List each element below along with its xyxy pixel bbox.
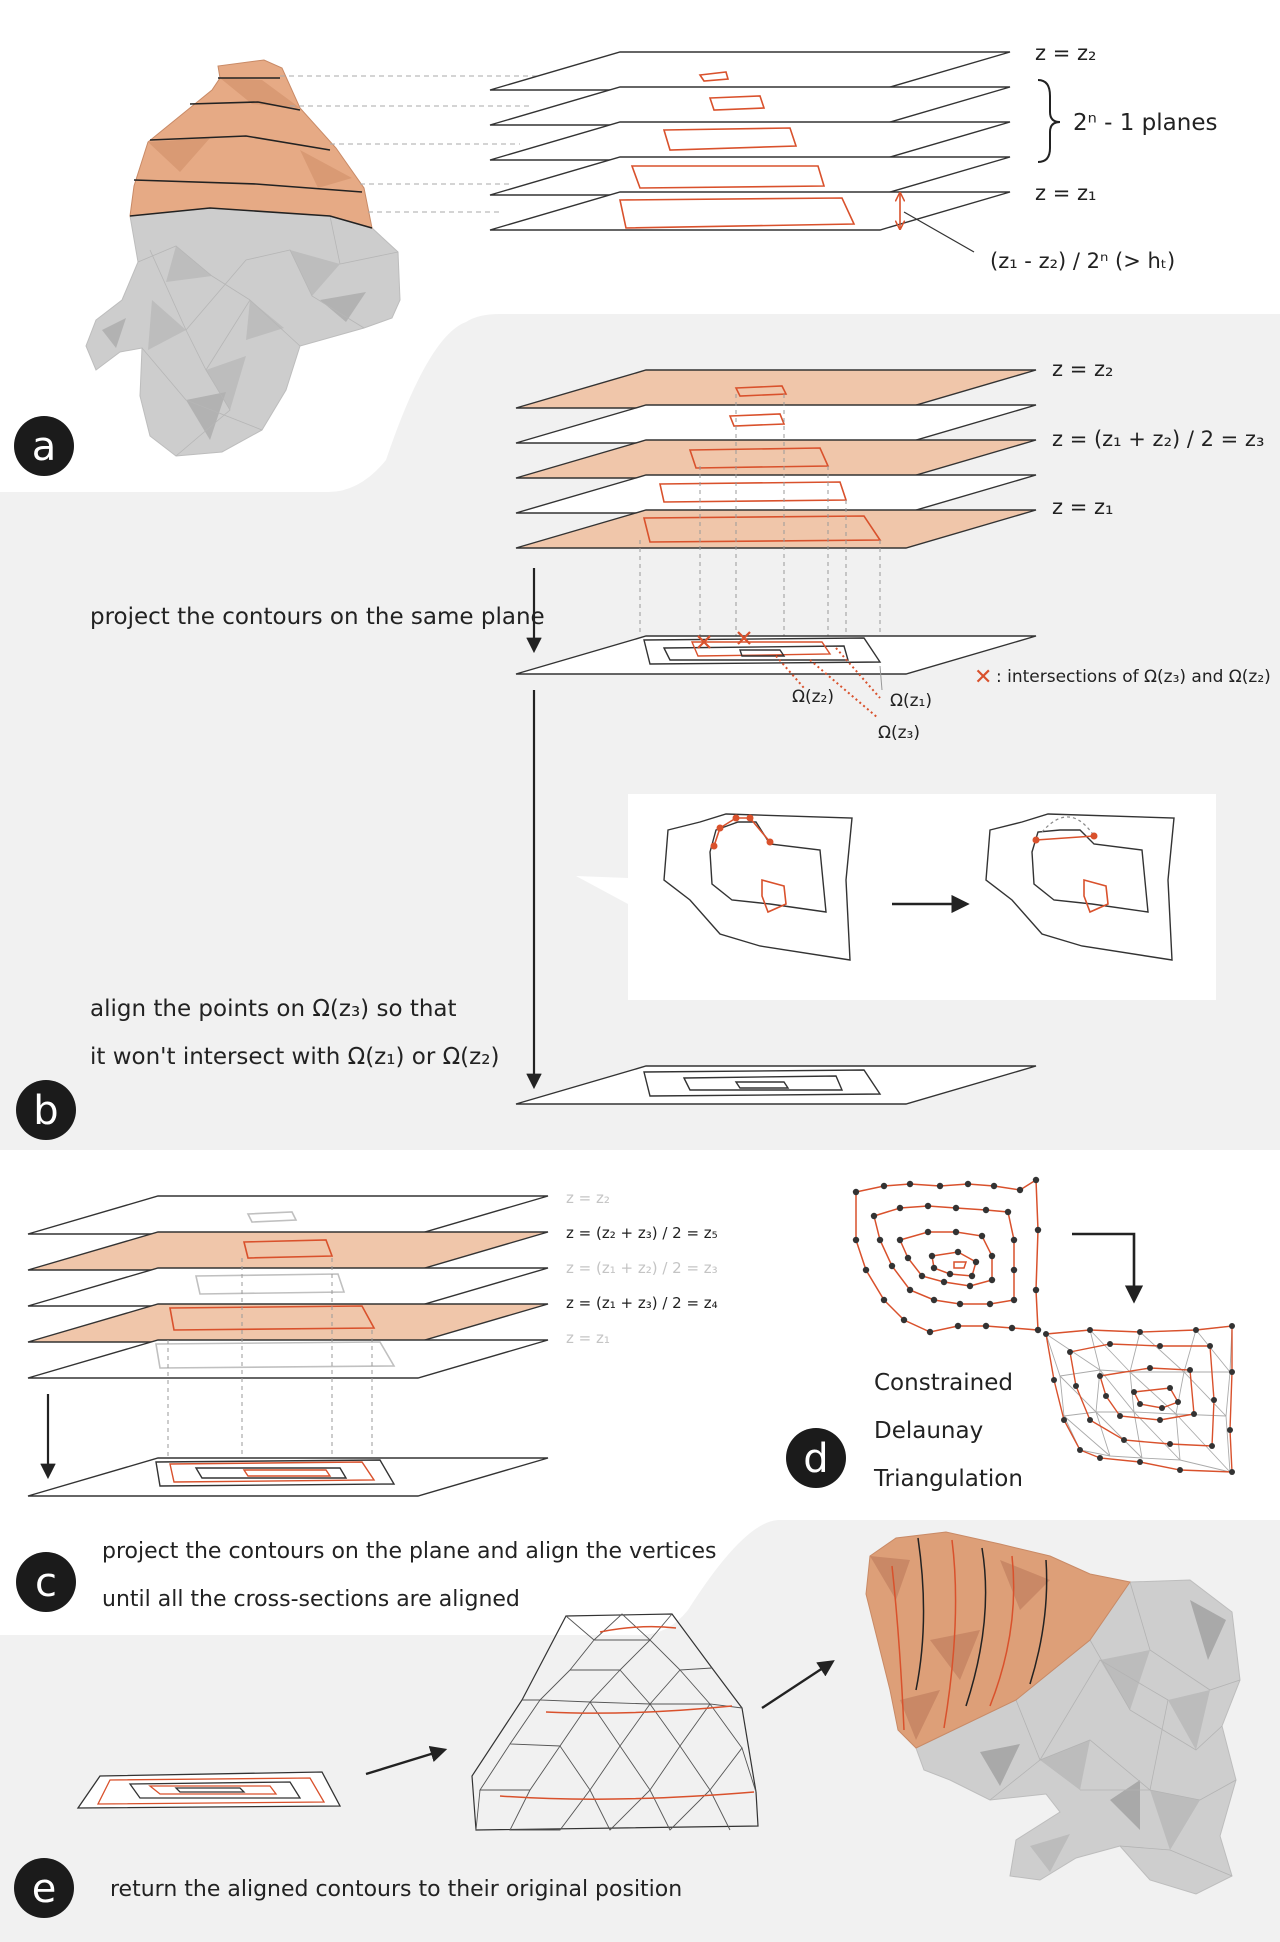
detail-callout — [576, 794, 1216, 1000]
badge-c — [16, 1552, 76, 1612]
badge-e — [14, 1858, 74, 1918]
badge-d-letter: d — [803, 1436, 828, 1482]
arrow-return-e — [761, 1660, 835, 1710]
projection-plane-c — [27, 1457, 549, 1497]
contour-leaders — [775, 647, 881, 719]
badge-b-letter: b — [33, 1088, 58, 1134]
caption-d-2: Delaunay — [874, 1418, 983, 1444]
slice-connectors — [280, 75, 560, 213]
planes-brace — [1037, 79, 1061, 163]
label-c-4: z = (z₁ + z₃) / 2 = z₄ — [566, 1294, 718, 1312]
contour-leader-ticks — [879, 665, 883, 691]
label-b-mid: z = (z₁ + z₂) / 2 = z₃ — [1052, 427, 1264, 451]
caption-c-1: project the contours on the plane and al… — [102, 1539, 717, 1564]
badge-d — [786, 1428, 846, 1488]
panel-a: z = z₂ 2ⁿ - 1 planes z = z₁ (z₁ - z₂) / … — [14, 41, 1217, 476]
legend-intersection-text: : intersections of Ω(z₃) and Ω(z₂) — [996, 667, 1271, 687]
label-a-spacing: (z₁ - z₂) / 2ⁿ (> hₜ) — [990, 249, 1175, 273]
aligned-contours-b — [643, 1069, 882, 1097]
badge-b — [16, 1080, 76, 1140]
panel-e: return the aligned contours to their ori… — [14, 1531, 1241, 1918]
label-contour-z2: Ω(z₂) — [792, 687, 834, 707]
step-align-text-2: it won't intersect with Ω(z₁) or Ω(z₂) — [90, 1044, 499, 1070]
detail-before — [663, 813, 853, 961]
badge-a — [14, 416, 74, 476]
triangulated-shell-e — [471, 1613, 759, 1831]
contours-c — [155, 1211, 396, 1369]
label-contour-z3: Ω(z₃) — [878, 723, 920, 743]
panel-b: project the contours on the same plane ✕… — [16, 357, 1271, 1140]
label-a-top: z = z₂ — [1035, 41, 1096, 65]
planes-b — [515, 369, 1037, 549]
badge-e-letter: e — [32, 1866, 57, 1912]
flat-plane-e — [76, 1771, 342, 1809]
triangulation-d — [1043, 1323, 1235, 1475]
step-project-text: project the contours on the same plane — [90, 604, 545, 630]
aligned-plane-b — [515, 1065, 1037, 1105]
arrow-lift-e — [365, 1745, 448, 1776]
panel-c: z = z₂ z = (z₂ + z₃) / 2 = z₅ z = (z₁ + … — [16, 1189, 718, 1612]
projected-contours-b — [643, 637, 882, 665]
caption-c-2: until all the cross-sections are aligned — [102, 1587, 520, 1612]
label-a-count: 2ⁿ - 1 planes — [1073, 110, 1217, 136]
panel-d: Constrained Delaunay Triangulation d — [786, 1176, 1235, 1492]
detail-after — [985, 813, 1175, 961]
badge-c-letter: c — [35, 1560, 57, 1606]
projected-contours-c — [155, 1459, 396, 1487]
caption-d-3: Triangulation — [873, 1466, 1023, 1492]
arrow-triangulate — [1072, 1232, 1144, 1304]
spacing-leader — [903, 211, 975, 253]
label-b-top: z = z₂ — [1052, 357, 1113, 381]
bunny-mesh-a — [85, 59, 401, 457]
contours-a — [619, 71, 856, 229]
flat-contours-e — [96, 1777, 326, 1805]
label-contour-z1: Ω(z₁) — [890, 691, 932, 711]
intersection-marks — [697, 631, 751, 649]
caption-d-1: Constrained — [874, 1370, 1013, 1396]
bunny-mesh-e — [865, 1531, 1241, 1895]
label-c-3: z = (z₁ + z₂) / 2 = z₃ — [566, 1259, 718, 1277]
label-c-2: z = (z₂ + z₃) / 2 = z₅ — [566, 1224, 718, 1242]
planes-a — [489, 51, 1011, 231]
label-b-bottom: z = z₁ — [1052, 495, 1113, 519]
caption-e: return the aligned contours to their ori… — [110, 1877, 682, 1902]
contour-points-d — [852, 1176, 1042, 1336]
label-c-1: z = z₂ — [566, 1189, 610, 1207]
label-c-5: z = z₁ — [566, 1329, 610, 1347]
legend-intersection-mark: ✕ — [974, 665, 992, 690]
step-align-text-1: align the points on Ω(z₃) so that — [90, 996, 457, 1022]
planes-c — [27, 1195, 549, 1379]
label-a-bottom: z = z₁ — [1035, 181, 1096, 205]
badge-a-letter: a — [32, 424, 57, 470]
projection-lines-c — [167, 1258, 373, 1462]
